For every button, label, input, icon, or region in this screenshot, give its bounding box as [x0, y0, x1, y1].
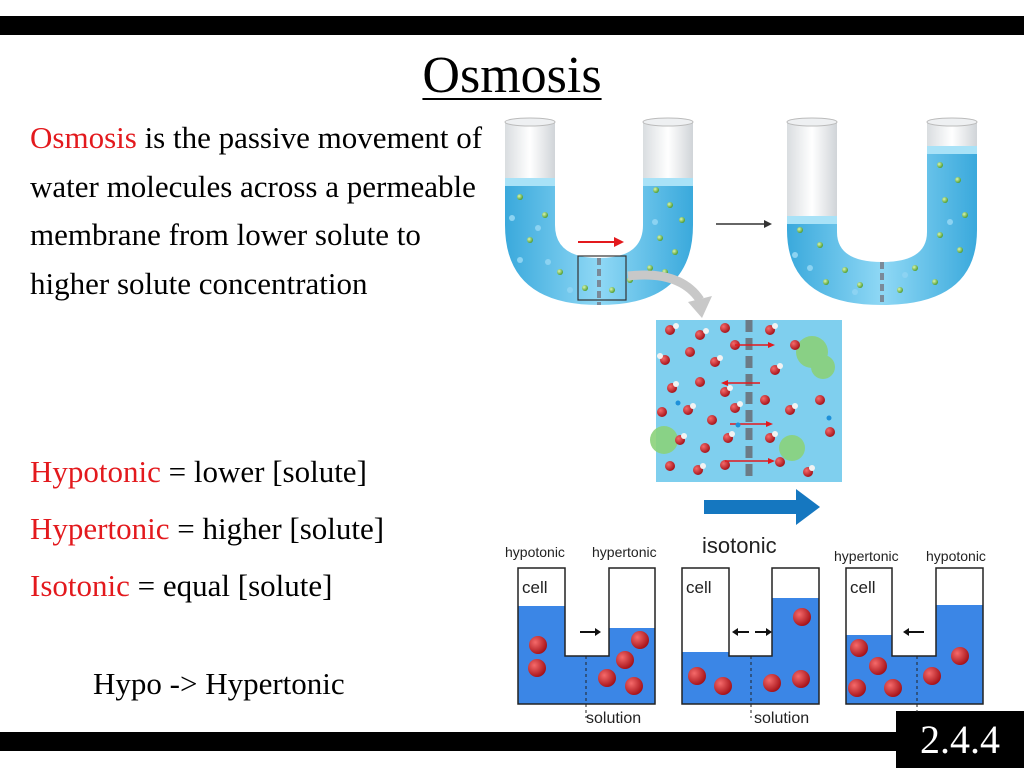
section-badge: 2.4.4	[896, 711, 1024, 768]
panel2-cell-label: cell	[686, 578, 712, 597]
hypertonic-text: = higher [solute]	[169, 511, 385, 546]
panel-hyper-hypo: hypertonic hypotonic cell	[834, 548, 986, 712]
panel3-cell-label: cell	[850, 578, 876, 597]
osmosis-definition: Osmosis is the passive movement of water…	[30, 114, 490, 308]
bottom-bar	[0, 732, 1024, 751]
isotonic-definition: Isotonic = equal [solute]	[30, 566, 332, 606]
isotonic-term: Isotonic	[30, 568, 130, 603]
panel2-solution-label: solution	[754, 710, 809, 727]
hypertonic-definition: Hypertonic = higher [solute]	[30, 509, 384, 549]
panel1-left-label: hypotonic	[505, 544, 565, 560]
direction-note: Hypo -> Hypertonic	[93, 666, 345, 701]
membrane-zoom	[650, 320, 842, 482]
isotonic-text: = equal [solute]	[129, 568, 333, 603]
panel-hypo-hyper: hypotonic hypertonic cell solution	[505, 544, 657, 727]
definition-term: Osmosis	[30, 120, 137, 155]
blue-arrow-icon	[704, 489, 820, 525]
panel-isotonic: isotonic cell solution	[681, 533, 820, 727]
hypotonic-term: Hypotonic	[30, 454, 161, 489]
panel1-cell-label: cell	[522, 578, 548, 597]
definition-text: is the passive movement of water molecul…	[30, 120, 483, 301]
panel3-left-label: hypertonic	[834, 548, 899, 564]
panel1-solution-label: solution	[586, 710, 641, 727]
panel3-right-label: hypotonic	[926, 548, 986, 564]
top-bar	[0, 16, 1024, 35]
hypotonic-text: = lower [solute]	[160, 454, 367, 489]
hypotonic-definition: Hypotonic = lower [solute]	[30, 452, 367, 492]
panel1-right-label: hypertonic	[592, 544, 657, 560]
panel2-center-label: isotonic	[702, 533, 777, 558]
u-tube-after	[786, 117, 978, 305]
hypertonic-term: Hypertonic	[30, 511, 170, 546]
slide-title: Osmosis	[422, 47, 602, 104]
